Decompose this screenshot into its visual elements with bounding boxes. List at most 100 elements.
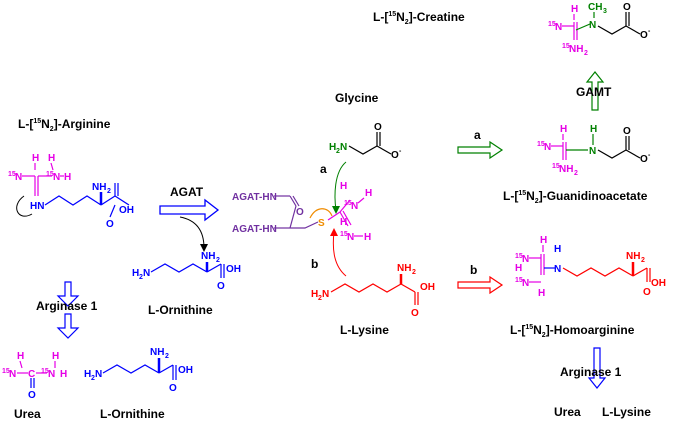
creatine-structure: L-[15N2]-Creatine H 15 N 15 NH 2 N CH 3 … xyxy=(373,2,651,57)
svg-text:15: 15 xyxy=(548,21,556,28)
svg-text:N: N xyxy=(589,20,596,31)
svg-text:H: H xyxy=(32,153,39,164)
svg-text:2: 2 xyxy=(412,269,416,276)
svg-text:N: N xyxy=(589,146,596,157)
svg-text:O: O xyxy=(391,150,399,161)
path-a-label-2: a xyxy=(474,128,481,142)
svg-text:H: H xyxy=(311,289,318,300)
svg-text:S: S xyxy=(318,218,325,229)
svg-text:15: 15 xyxy=(46,171,54,178)
svg-text:H: H xyxy=(560,124,567,135)
svg-text:O: O xyxy=(640,154,648,165)
svg-text:15: 15 xyxy=(537,141,545,148)
svg-text:H: H xyxy=(64,172,71,183)
svg-text:NH: NH xyxy=(150,347,164,358)
svg-text:H: H xyxy=(60,369,67,380)
svg-text:15: 15 xyxy=(562,43,570,50)
svg-text:OH: OH xyxy=(226,264,241,275)
svg-text:C: C xyxy=(28,369,35,380)
urea-right-label: Urea xyxy=(554,405,581,419)
path-b-label-2: b xyxy=(470,263,477,277)
arginase-right-arrow: Arginase 1 Urea L-Lysine xyxy=(554,347,651,419)
svg-text:N: N xyxy=(351,201,358,212)
svg-text:N: N xyxy=(143,268,150,279)
svg-text:15: 15 xyxy=(515,277,523,284)
svg-text:2: 2 xyxy=(165,353,169,360)
agat-intermediate: AGAT-HN O AGAT-HN S H 15 N H 15 N H H a … xyxy=(232,161,372,277)
svg-text:O: O xyxy=(169,383,177,394)
path-b-label-1: b xyxy=(311,257,318,271)
svg-text:15: 15 xyxy=(2,368,10,375)
svg-text:15: 15 xyxy=(41,368,49,375)
lysine-label: L-Lysine xyxy=(340,323,389,337)
svg-text:2: 2 xyxy=(574,170,578,177)
svg-text:H: H xyxy=(340,181,347,192)
svg-text:N: N xyxy=(15,172,22,183)
ornithine-mid-structure: NH 2 H 2 N OH O L-Ornithine xyxy=(132,251,241,317)
path-b-arrow: b xyxy=(457,263,504,295)
gamt-label: GAMT xyxy=(576,85,612,99)
guanidinoacetate-structure: H 15 N 15 NH 2 N H O O - L-[15N2]-Guanid… xyxy=(503,124,651,205)
svg-text:O: O xyxy=(106,219,114,230)
svg-text:OH: OH xyxy=(119,205,134,216)
arginase-left-label: Arginase 1 xyxy=(36,299,98,313)
svg-text:N: N xyxy=(95,369,102,380)
creatine-label: L-[15N2]-Creatine xyxy=(373,10,465,26)
svg-text:H: H xyxy=(340,217,347,228)
guanidinoacetate-label: L-[15N2]-Guanidinoacetate xyxy=(503,189,648,205)
ornithine-mid-label: L-Ornithine xyxy=(148,303,213,317)
svg-text:H: H xyxy=(48,153,55,164)
svg-text:H: H xyxy=(17,351,24,362)
agat-label: AGAT xyxy=(170,185,204,199)
svg-text:N: N xyxy=(555,22,562,33)
svg-text:H: H xyxy=(538,288,545,299)
svg-text:N: N xyxy=(9,369,16,380)
arginase-left-arrow: Arginase 1 xyxy=(36,281,98,339)
svg-text:N: N xyxy=(53,172,60,183)
svg-text:NH: NH xyxy=(92,182,106,193)
svg-text:2: 2 xyxy=(216,257,220,264)
svg-text:15: 15 xyxy=(552,163,560,170)
svg-text:15: 15 xyxy=(515,253,523,260)
svg-text:NH: NH xyxy=(569,44,583,55)
ornithine-bottom-label: L-Ornithine xyxy=(100,407,165,421)
svg-text:-: - xyxy=(648,28,651,35)
svg-text:NH: NH xyxy=(626,251,640,262)
lysine-bottom-label: L-Lysine xyxy=(602,405,651,419)
ornithine-bottom-structure: NH 2 H 2 N OH O L-Ornithine xyxy=(84,347,193,421)
svg-text:O: O xyxy=(374,122,382,133)
svg-text:H: H xyxy=(365,188,372,199)
svg-text:OH: OH xyxy=(420,282,435,293)
glycine-label: Glycine xyxy=(335,91,379,105)
svg-text:N: N xyxy=(544,142,551,153)
svg-text:H: H xyxy=(52,351,59,362)
svg-text:2: 2 xyxy=(336,148,340,155)
svg-text:CH: CH xyxy=(588,2,602,13)
svg-text:NH: NH xyxy=(559,164,573,175)
svg-text:OH: OH xyxy=(178,365,193,376)
svg-text:2: 2 xyxy=(107,188,111,195)
svg-text:O: O xyxy=(217,281,225,292)
svg-text:NH: NH xyxy=(201,251,215,262)
homoarginine-structure: H 15 N 15 N H H N H NH 2 OH O L-[15N2]-H… xyxy=(510,235,666,339)
agat-hn-bottom: AGAT-HN xyxy=(232,224,277,235)
svg-text:O: O xyxy=(643,287,651,298)
svg-text:H: H xyxy=(84,369,91,380)
glycine-structure: Glycine H 2 N O O - xyxy=(329,91,402,161)
svg-text:O: O xyxy=(296,207,304,218)
svg-text:O: O xyxy=(411,308,419,319)
svg-text:NH: NH xyxy=(397,263,411,274)
svg-text:H: H xyxy=(364,232,371,243)
svg-text:H: H xyxy=(515,263,522,274)
svg-text:O: O xyxy=(640,30,648,41)
arginine-label: L-[15N2]-Arginine xyxy=(18,117,111,133)
svg-text:O: O xyxy=(623,2,631,13)
agat-hn-top: AGAT-HN xyxy=(232,192,277,203)
arginase-right-label: Arginase 1 xyxy=(560,365,622,379)
svg-text:N: N xyxy=(522,278,529,289)
svg-text:2: 2 xyxy=(91,375,95,382)
svg-text:H: H xyxy=(590,124,597,135)
svg-text:N: N xyxy=(554,264,561,275)
